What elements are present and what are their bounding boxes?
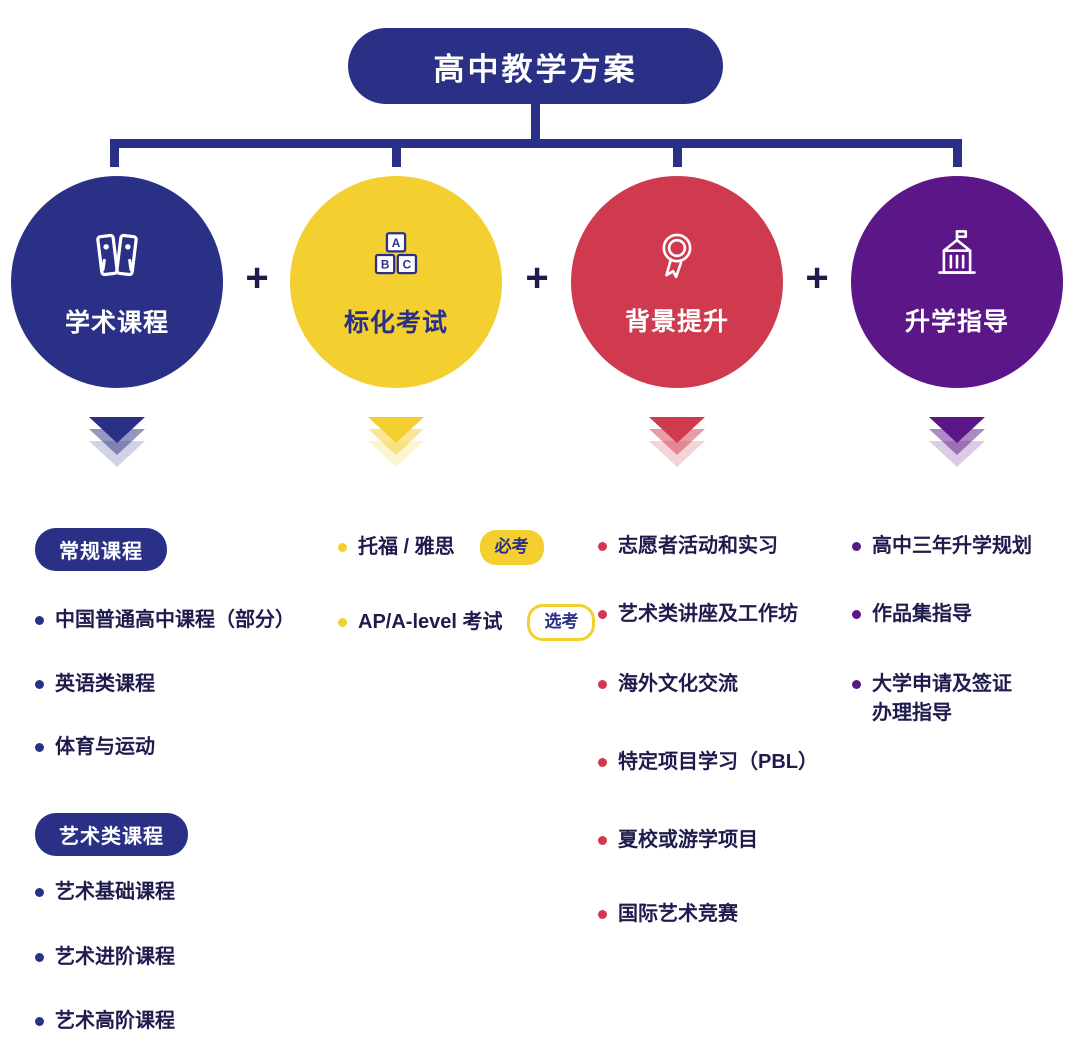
list-item-label: 英语类课程 <box>55 673 155 695</box>
bullet-dot <box>598 836 607 845</box>
bullet-dot <box>35 1017 44 1026</box>
pillar-label: 标化考试 <box>343 308 448 337</box>
list-item-label: 国际艺术竞赛 <box>618 903 738 925</box>
bullet-dot <box>852 680 861 689</box>
list-item: 体育与运动 <box>35 733 155 762</box>
bullet-dot <box>35 616 44 625</box>
optional-tag: 选考 <box>527 604 596 641</box>
list-item-label: 体育与运动 <box>55 736 155 758</box>
bullet-dot <box>598 542 607 551</box>
list-item-label: 艺术高阶课程 <box>55 1010 175 1032</box>
pillar-admission-guidance: 升学指导 <box>851 176 1063 388</box>
bullet-dot <box>35 953 44 962</box>
svg-text:C: C <box>403 258 412 271</box>
list-item: 国际艺术竞赛 <box>598 900 738 929</box>
bullet-dot <box>598 758 607 767</box>
bullet-dot <box>598 610 607 619</box>
list-item: 大学申请及签证办理指导 <box>852 670 1024 728</box>
chevron-down-icon <box>89 417 145 467</box>
pillar-standardized-tests: A B C 标化考试 <box>290 176 502 388</box>
list-item-label: 特定项目学习（PBL） <box>618 751 818 773</box>
list-item-label: 艺术进阶课程 <box>55 946 175 968</box>
abc-blocks-icon: A B C <box>367 226 425 289</box>
list-item-label: 艺术类讲座及工作坊 <box>618 603 798 625</box>
pillar-academic-courses: 学术课程 <box>11 176 223 388</box>
bullet-dot <box>35 888 44 897</box>
list-item-label: 艺术基础课程 <box>55 881 175 903</box>
pillar-label: 学术课程 <box>64 308 169 337</box>
pillar-label: 背景提升 <box>624 307 729 336</box>
bullet-dot <box>338 542 347 552</box>
list-item: 艺术类讲座及工作坊 <box>598 600 798 629</box>
bullet-dot <box>852 610 861 619</box>
list-item: 海外文化交流 <box>598 670 738 699</box>
list-item: 夏校或游学项目 <box>598 826 758 855</box>
bullet-dot <box>598 680 607 689</box>
list-item-label: 中国普通高中课程（部分） <box>55 609 295 631</box>
bullet-dot <box>598 910 607 919</box>
pillar-label: 升学指导 <box>904 307 1009 336</box>
bullet-dot <box>852 542 861 551</box>
list-item: 志愿者活动和实习 <box>598 532 778 561</box>
chevron-down-icon <box>368 417 424 467</box>
list-item-label: 作品集指导 <box>872 603 972 625</box>
connector-tick <box>953 139 962 167</box>
list-item: 托福 / 雅思 必考 <box>338 530 544 565</box>
svg-text:B: B <box>381 258 390 271</box>
page-title: 高中教学方案 <box>348 28 723 104</box>
section-badge-art-courses: 艺术类课程 <box>35 813 188 856</box>
connector-tick <box>392 139 401 167</box>
connector-tick <box>110 139 119 167</box>
list-item: 高中三年升学规划 <box>852 532 1032 561</box>
list-item: 英语类课程 <box>35 670 155 699</box>
chevron-down-icon <box>649 417 705 467</box>
list-item-label: 托福 / 雅思 <box>358 535 455 558</box>
list-item: 艺术进阶课程 <box>35 943 175 972</box>
school-icon <box>929 227 985 288</box>
bullet-dot <box>35 743 44 752</box>
section-badge-regular-courses: 常规课程 <box>35 528 167 571</box>
medal-icon <box>649 227 705 288</box>
plus-sign: + <box>525 256 549 300</box>
list-item-label: AP/A-level 考试 <box>358 610 503 633</box>
list-item-label: 海外文化交流 <box>618 673 738 695</box>
list-item-label: 高中三年升学规划 <box>872 535 1032 557</box>
bullet-dot <box>35 680 44 689</box>
list-item: 艺术高阶课程 <box>35 1007 175 1036</box>
connector-tick <box>673 139 682 167</box>
chevron-down-icon <box>929 417 985 467</box>
plus-sign: + <box>805 256 829 300</box>
svg-text:A: A <box>392 236 401 249</box>
list-item-label: 志愿者活动和实习 <box>618 535 778 557</box>
list-item: 特定项目学习（PBL） <box>598 748 818 777</box>
plus-sign: + <box>245 256 269 300</box>
required-tag: 必考 <box>479 530 544 565</box>
connector-stub <box>531 103 540 143</box>
pillar-background-enhancement: 背景提升 <box>571 176 783 388</box>
list-item-label: 大学申请及签证办理指导 <box>872 673 1012 724</box>
binders-icon <box>88 226 146 289</box>
bullet-dot <box>338 617 347 627</box>
list-item: AP/A-level 考试 选考 <box>338 604 596 641</box>
list-item-label: 夏校或游学项目 <box>618 829 758 851</box>
list-item: 中国普通高中课程（部分） <box>35 606 295 635</box>
connector-horizontal-bar <box>110 139 962 148</box>
list-item: 艺术基础课程 <box>35 878 175 907</box>
list-item: 作品集指导 <box>852 600 972 629</box>
